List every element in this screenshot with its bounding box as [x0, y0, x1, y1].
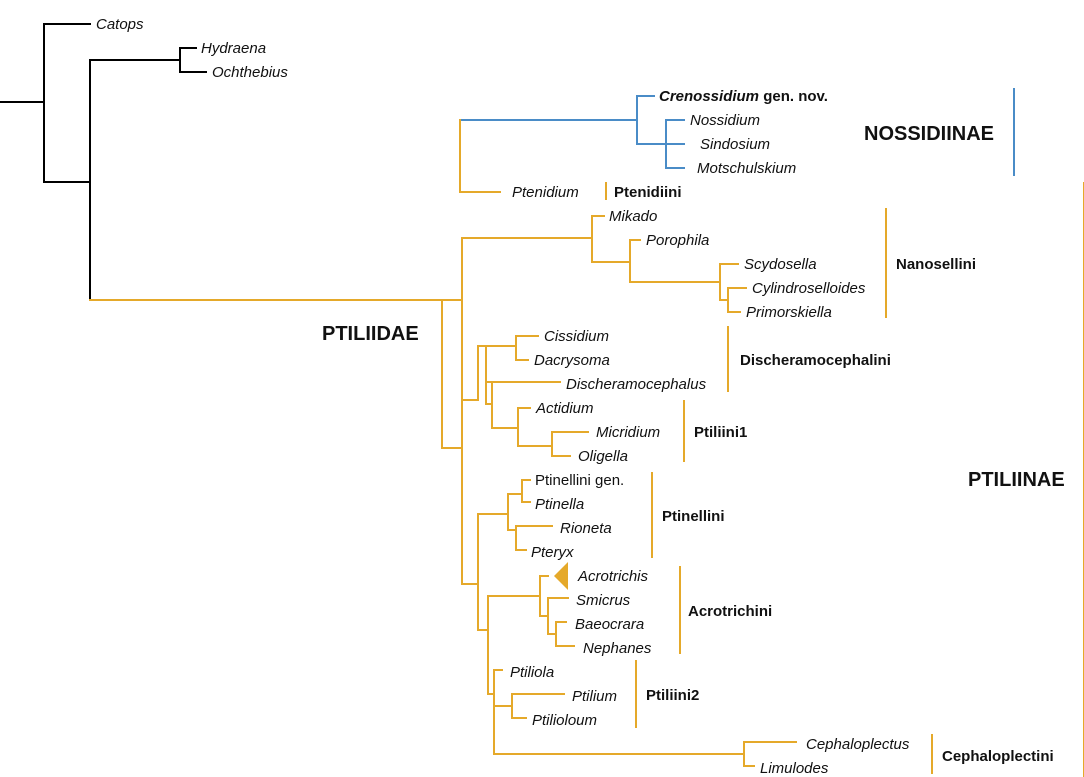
- crenossidium-name: Crenossidium: [659, 88, 759, 105]
- taxon-label: Oligella: [578, 448, 628, 465]
- outgroup-branches: [0, 23, 207, 301]
- taxon-label: Mikado: [609, 208, 657, 225]
- collapsed-clade-triangle: [554, 562, 568, 590]
- taxon-label: Nephanes: [583, 640, 652, 657]
- tribe-label-ptenidiini: Ptenidiini: [614, 184, 682, 201]
- taxon-label: Nossidium: [690, 112, 760, 129]
- taxon-label: Porophila: [646, 232, 709, 249]
- taxon-label: Ptilium: [572, 688, 617, 705]
- taxon-label: Sindosium: [700, 136, 770, 153]
- taxon-label-crenossidium: Crenossidium gen. nov.: [659, 88, 828, 105]
- tribe-labels: Ptenidiini Nanosellini Discheramocephali…: [614, 184, 1054, 765]
- taxon-label: Scydosella: [744, 256, 817, 273]
- taxon-label: Baeocrara: [575, 616, 644, 633]
- taxon-label: Dacrysoma: [534, 352, 610, 369]
- taxon-label: Hydraena: [201, 40, 266, 57]
- nossidiinae-branches: [459, 95, 685, 169]
- taxon-label: Ptinellini gen.: [535, 472, 624, 489]
- group-labels: PTILIIDAE NOSSIDIINAE PTILIINAE: [322, 123, 1065, 491]
- tribe-label-ptiliini1: Ptiliini1: [694, 424, 747, 441]
- tribe-label-acrotrichini: Acrotrichini: [688, 603, 772, 620]
- taxon-label: Cephaloplectus: [806, 736, 910, 753]
- taxon-label: Micridium: [596, 424, 660, 441]
- taxon-label: Cissidium: [544, 328, 609, 345]
- taxon-label: Ptiliola: [510, 664, 554, 681]
- tribe-label-cephaloplectini: Cephaloplectini: [942, 748, 1054, 765]
- subfamily-label-ptiliinae: PTILIINAE: [968, 469, 1065, 491]
- taxon-label: Rioneta: [560, 520, 612, 537]
- crenossidium-suffix: gen. nov.: [759, 88, 828, 105]
- taxon-label: Acrotrichis: [577, 568, 649, 585]
- taxon-label: Catops: [96, 16, 144, 33]
- taxon-label: Primorskiella: [746, 304, 832, 321]
- taxon-label: Motschulskium: [697, 160, 796, 177]
- taxon-label: Smicrus: [576, 592, 631, 609]
- family-label-ptiliidae: PTILIIDAE: [322, 323, 419, 345]
- taxon-label: Pteryx: [531, 544, 574, 561]
- tribe-label-ptiliini2: Ptiliini2: [646, 687, 699, 704]
- tribe-label-discheramocephalini: Discheramocephalini: [740, 352, 891, 369]
- taxon-labels: Catops Hydraena Ochthebius Crenossidium …: [96, 16, 910, 777]
- subfamily-label-nossidiinae: NOSSIDIINAE: [864, 123, 994, 145]
- tribe-label-nanosellini: Nanosellini: [896, 256, 976, 273]
- taxon-label: Limulodes: [760, 760, 829, 777]
- taxon-label: Ochthebius: [212, 64, 288, 81]
- ptiliidae-branches: [89, 119, 797, 767]
- taxon-label: Discheramocephalus: [566, 376, 707, 393]
- taxon-label: Ptinella: [535, 496, 584, 513]
- taxon-label: Actidium: [535, 400, 594, 417]
- tribe-label-ptinellini: Ptinellini: [662, 508, 725, 525]
- clade-bars: [605, 88, 1084, 777]
- taxon-label: Ptenidium: [512, 184, 579, 201]
- taxon-label: Cylindroselloides: [752, 280, 866, 297]
- taxon-label: Ptilioloum: [532, 712, 597, 729]
